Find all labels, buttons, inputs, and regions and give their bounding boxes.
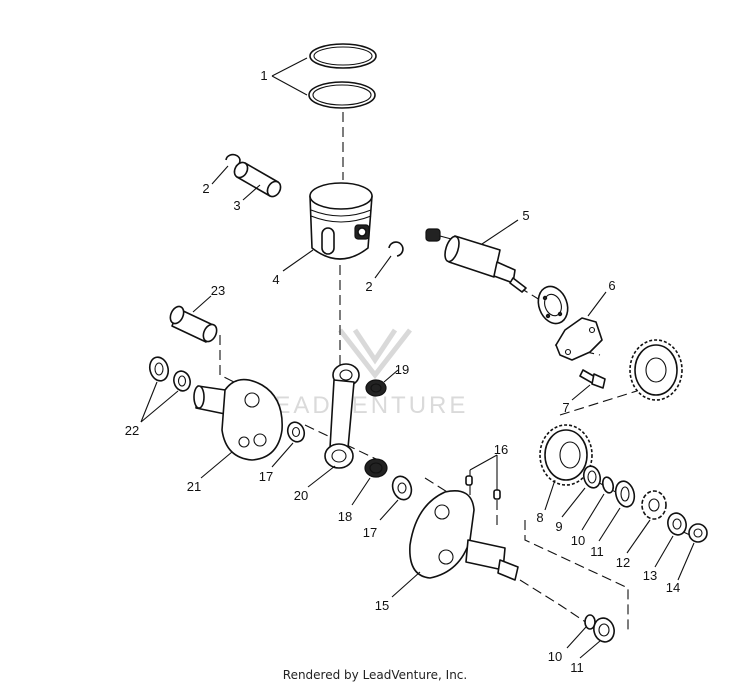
piston: [309, 182, 373, 260]
connecting-rod: [324, 363, 360, 469]
callout-10-upper: 10: [571, 533, 585, 548]
woodruff-keys: [465, 475, 501, 500]
callout-8: 8: [536, 510, 543, 525]
callout-19: 19: [395, 362, 409, 377]
retainer-bolt: [579, 369, 606, 389]
crank-pin: [169, 305, 218, 343]
bearing-retainer-plate: [555, 317, 603, 361]
starter-shaft-assembly: [425, 228, 527, 293]
callout-22: 22: [125, 423, 139, 438]
callout-6: 6: [608, 278, 615, 293]
drive-gear: [629, 339, 683, 401]
piston-pin-circlips: [225, 153, 404, 257]
callout-labels: 1 2 2 3 4 5 6 7 8 9 10 11 12 13 14 15 16…: [125, 68, 680, 675]
render-credit: Rendered by LeadVenture, Inc.: [282, 668, 468, 682]
callout-1: 1: [260, 68, 267, 83]
callout-10-lower: 10: [548, 649, 562, 664]
callout-2-right: 2: [365, 279, 372, 294]
primary-gear: [539, 424, 593, 486]
crankshaft-right-half: [409, 490, 519, 581]
thrust-washers: [286, 421, 413, 501]
needle-bearings: [364, 379, 388, 478]
callout-17-right: 17: [363, 525, 377, 540]
callout-17-left: 17: [259, 469, 273, 484]
callout-11-lower: 11: [570, 660, 584, 675]
callout-leaders: [140, 57, 695, 659]
piston-pin: [233, 161, 282, 198]
callout-2-left: 2: [202, 181, 209, 196]
callout-13: 13: [643, 568, 657, 583]
callout-20: 20: [294, 488, 308, 503]
piston-rings: [308, 43, 377, 109]
callout-18: 18: [338, 509, 352, 524]
callout-3: 3: [233, 198, 240, 213]
lower-ring-and-spacer: [584, 614, 615, 643]
callout-14: 14: [666, 580, 680, 595]
callout-15: 15: [375, 598, 389, 613]
callout-21: 21: [187, 479, 201, 494]
callout-9: 9: [555, 519, 562, 534]
callout-5: 5: [522, 208, 529, 223]
shaft-bearing: [537, 285, 569, 325]
watermark-text: LEADVENTURE: [258, 392, 468, 419]
gear-hardware: [582, 465, 708, 543]
callout-7: 7: [562, 400, 569, 415]
callout-11-upper: 11: [590, 544, 604, 559]
callout-4: 4: [272, 272, 279, 287]
crankshaft-left-half: [193, 378, 283, 461]
callout-16: 16: [494, 442, 508, 457]
callout-12: 12: [616, 555, 630, 570]
watermark: LEADVENTURE: [258, 328, 468, 419]
callout-23: 23: [211, 283, 225, 298]
crank-seals: [148, 356, 191, 392]
